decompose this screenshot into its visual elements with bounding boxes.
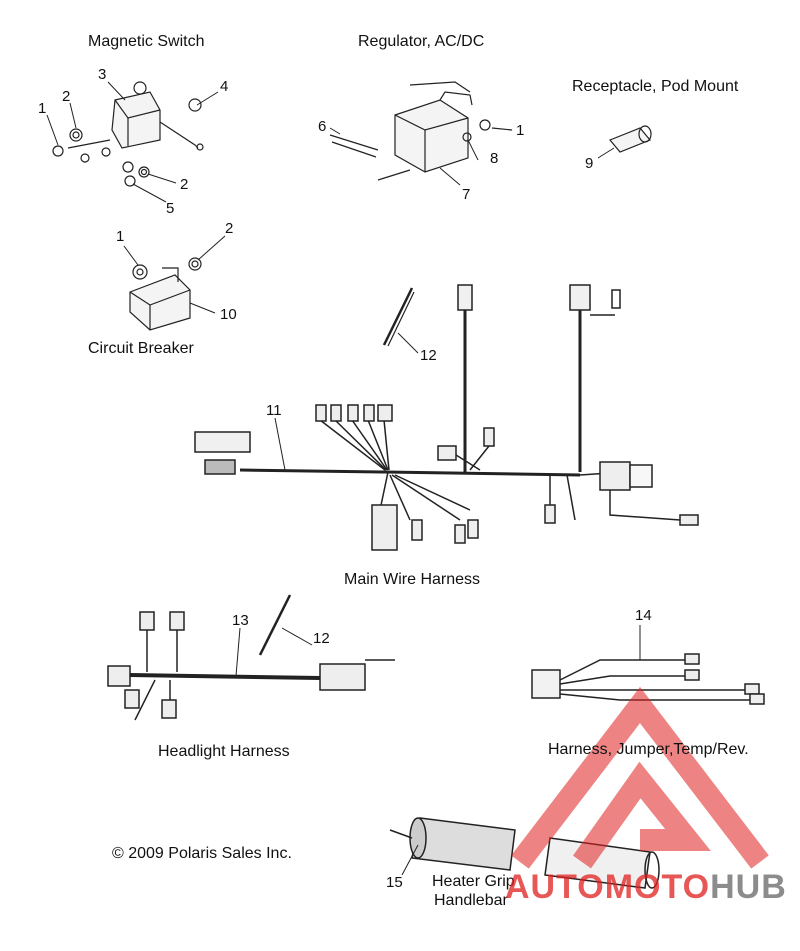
callout-13: 13 [232, 612, 249, 629]
callout-6: 6 [318, 118, 327, 135]
callout-9: 9 [585, 155, 594, 172]
callout-2: 2 [180, 176, 189, 193]
regulator-label: Regulator, AC/DC [358, 33, 485, 50]
handlebar-label: Handlebar [434, 892, 508, 909]
heater-grip-label: Heater Grip [432, 873, 515, 890]
callout-11: 11 [266, 402, 282, 419]
callout-7: 7 [462, 186, 471, 203]
magnetic-switch-art [52, 81, 204, 187]
callout-12: 12 [420, 347, 437, 364]
watermark-text: AUTOMOTOHUB [505, 868, 787, 906]
main-harness-art [194, 284, 699, 551]
callout-3: 3 [98, 66, 107, 83]
callout-5: 5 [166, 200, 175, 217]
copyright-text: © 2009 Polaris Sales Inc. [112, 845, 292, 862]
magnetic-switch-label: Magnetic Switch [88, 33, 205, 50]
callout-14: 14 [635, 607, 652, 624]
receptacle-art [609, 125, 652, 153]
callout-8: 8 [490, 150, 499, 167]
callout-2: 2 [225, 220, 234, 237]
main-wire-harness-label: Main Wire Harness [344, 571, 481, 588]
regulator-art [329, 81, 513, 181]
circuit-breaker-label: Circuit Breaker [88, 340, 194, 357]
callout-2: 2 [62, 88, 71, 105]
callout-4: 4 [220, 78, 229, 95]
circuit-breaker-art [129, 257, 202, 331]
jumper-harness-label: Harness, Jumper,Temp/Rev. [548, 741, 749, 758]
receptacle-label: Receptacle, Pod Mount [572, 78, 739, 95]
callout-1: 1 [116, 228, 125, 245]
callout-1: 1 [38, 100, 47, 117]
callout-1: 1 [516, 122, 525, 139]
jumper-harness-art [531, 653, 765, 705]
watermark-logo [511, 686, 769, 869]
heater-grip-art [389, 817, 660, 889]
callout-12: 12 [313, 630, 330, 647]
callout-15: 15 [386, 874, 403, 891]
headlight-harness-art [107, 594, 395, 721]
headlight-harness-label: Headlight Harness [158, 743, 290, 760]
callout-10: 10 [220, 306, 237, 323]
